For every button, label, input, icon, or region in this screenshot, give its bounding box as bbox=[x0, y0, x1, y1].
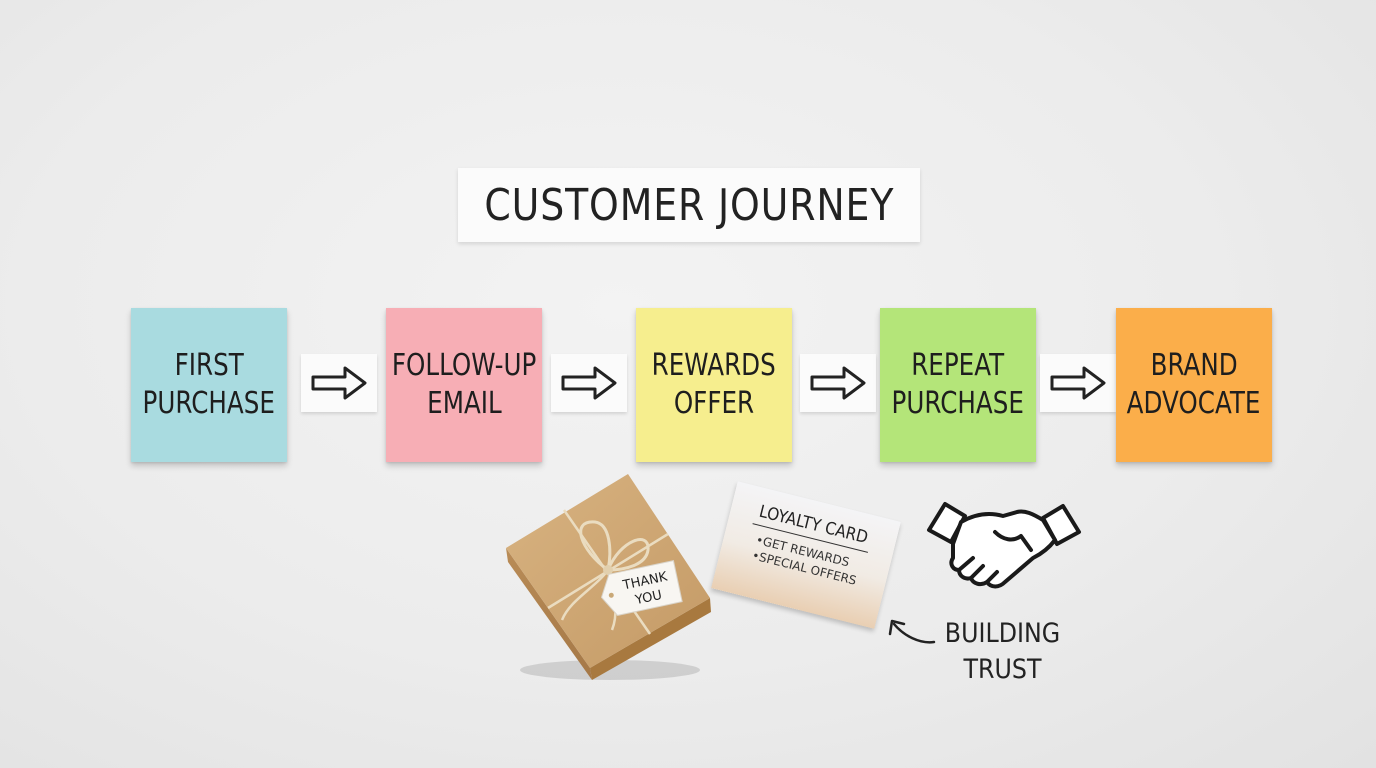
trust-line2: TRUST bbox=[963, 654, 1042, 685]
handshake-icon bbox=[927, 502, 1081, 589]
arrow-card bbox=[800, 354, 876, 412]
page-title: CUSTOMER JOURNEY bbox=[484, 179, 894, 231]
gift-tag-line2: YOU bbox=[633, 588, 663, 608]
arrow-card bbox=[1040, 354, 1116, 412]
trust-line1: BUILDING bbox=[944, 618, 1061, 649]
building-trust-label: BUILDING TRUST bbox=[935, 616, 1070, 688]
step-line2: EMAIL bbox=[426, 386, 502, 421]
arrow-card bbox=[301, 354, 377, 412]
step-note-repeat-purchase: REPEAT PURCHASE bbox=[880, 308, 1036, 462]
step-line1: REPEAT bbox=[911, 348, 1005, 383]
curved-arrow-icon bbox=[888, 619, 936, 644]
step-note-brand-advocate: BRAND ADVOCATE bbox=[1116, 308, 1272, 462]
step-line2: OFFER bbox=[673, 386, 755, 421]
loyalty-card: LOYALTY CARD GET REWARDS SPECIAL OFFERS bbox=[711, 481, 901, 629]
right-arrow-icon bbox=[311, 366, 367, 400]
step-line1: REWARDS bbox=[651, 348, 777, 383]
arrow-card bbox=[551, 354, 627, 412]
step-line2: PURCHASE bbox=[891, 386, 1025, 421]
step-note-follow-up-email: FOLLOW-UP EMAIL bbox=[386, 308, 542, 462]
gift-box: THANK YOU bbox=[506, 474, 711, 680]
step-note-rewards-offer: REWARDS OFFER bbox=[636, 308, 792, 462]
title-strip: CUSTOMER JOURNEY bbox=[458, 168, 920, 242]
right-arrow-icon bbox=[1050, 366, 1106, 400]
step-note-first-purchase: FIRST PURCHASE bbox=[131, 308, 287, 462]
step-line2: ADVOCATE bbox=[1127, 386, 1261, 421]
step-line1: BRAND bbox=[1150, 348, 1238, 383]
right-arrow-icon bbox=[561, 366, 617, 400]
step-line1: FOLLOW-UP bbox=[391, 348, 537, 383]
right-arrow-icon bbox=[810, 366, 866, 400]
step-line1: FIRST bbox=[174, 348, 244, 383]
step-line2: PURCHASE bbox=[142, 386, 276, 421]
